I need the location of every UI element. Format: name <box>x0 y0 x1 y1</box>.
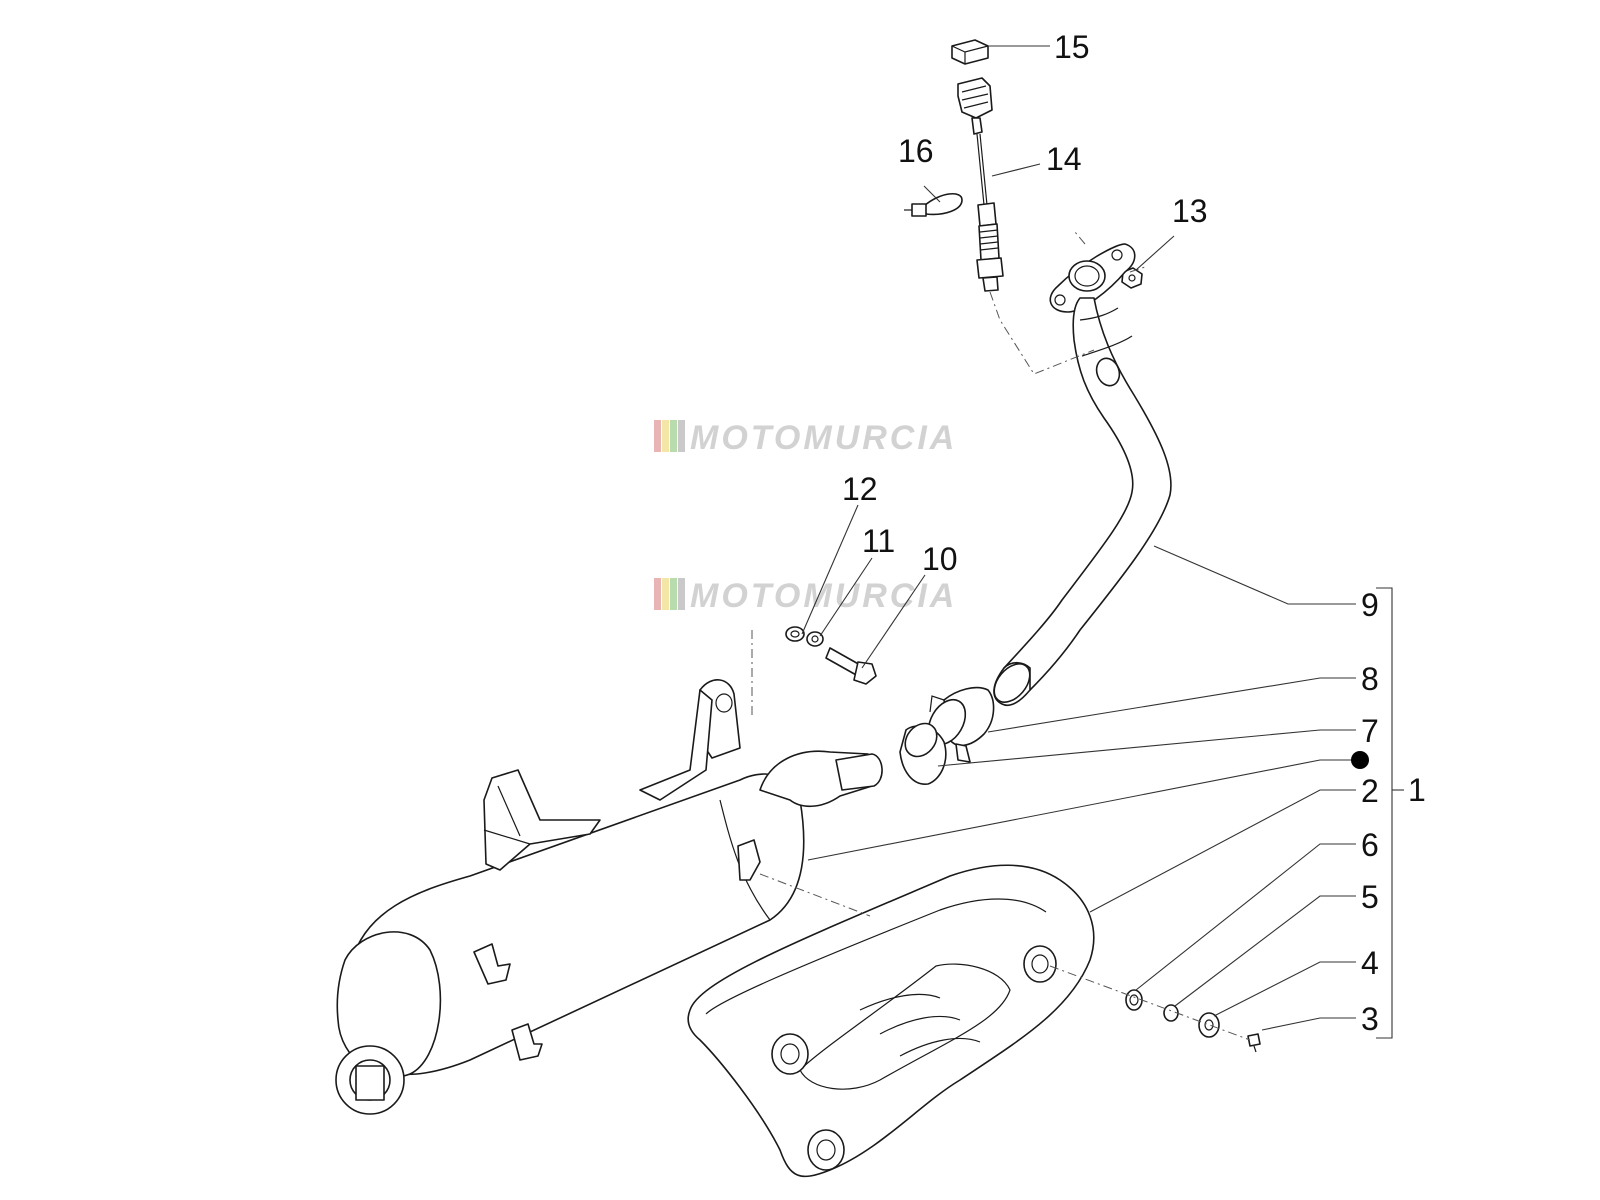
assembly-axis-lines <box>751 231 1251 1041</box>
part-7-sleeve <box>899 722 947 785</box>
callout-2: 2 <box>1361 773 1379 809</box>
leader-lines <box>801 45 1360 1031</box>
watermark-text-top: MOTOMURCIA <box>690 419 957 457</box>
callout-11: 11 <box>862 523 895 559</box>
part-6-bushing <box>1125 989 1143 1011</box>
part-13-nut <box>1121 267 1143 289</box>
callout-7: 7 <box>1361 713 1379 749</box>
callout-15: 15 <box>1054 29 1090 65</box>
part-3-screw <box>1247 1033 1261 1053</box>
part-8-clamp <box>927 686 995 763</box>
watermark-top: MOTOMURCIA <box>654 419 957 457</box>
part-16-cable-tie <box>904 193 963 217</box>
callout-6: 6 <box>1361 827 1379 863</box>
watermark-middle: MOTOMURCIA <box>654 577 954 615</box>
callout-14: 14 <box>1046 141 1082 177</box>
callout-9: 9 <box>1361 587 1379 623</box>
callout-1: 1 <box>1408 772 1426 808</box>
part-2-heat-shield <box>687 864 1095 1178</box>
callout-3: 3 <box>1361 1001 1379 1037</box>
callout-10: 10 <box>922 541 958 577</box>
part-12-spacer <box>785 626 805 642</box>
callout-8: 8 <box>1361 661 1379 697</box>
part-4-washer <box>1198 1012 1220 1038</box>
callout-5: 5 <box>1361 879 1379 915</box>
muffler-body <box>335 679 883 1115</box>
part-10-bolt <box>825 647 877 685</box>
callout-12: 12 <box>842 471 878 507</box>
callout-13: 13 <box>1172 193 1208 229</box>
part-9-exhaust-manifold <box>993 243 1172 706</box>
not-supplied-dot-marker <box>1351 751 1369 769</box>
part-15-connector-cap <box>951 39 989 65</box>
part-11-washer <box>806 631 824 647</box>
assembly-1-bracket <box>1376 587 1404 1039</box>
callout-4: 4 <box>1361 945 1379 981</box>
callout-16: 16 <box>898 133 934 169</box>
part-14-lambda-sensor <box>957 77 1004 292</box>
